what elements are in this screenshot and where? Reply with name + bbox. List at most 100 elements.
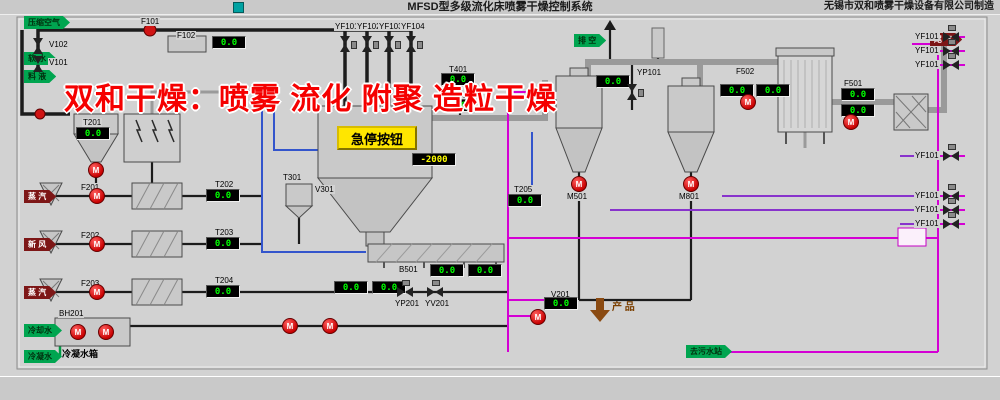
motor-icon[interactable]: M — [89, 236, 105, 252]
value-display: 0.0 — [720, 84, 754, 97]
tag-label: V301 — [314, 185, 335, 194]
value-display: 0.0 — [441, 73, 475, 86]
motor-icon[interactable]: M — [282, 318, 298, 334]
tag-label: YF101 — [914, 219, 940, 228]
tag-label: YP201 — [394, 299, 421, 308]
vent-filter — [651, 27, 665, 59]
valve-icon[interactable] — [943, 144, 959, 162]
tag-label: BH201 — [58, 309, 85, 318]
motor-icon[interactable]: M — [740, 94, 756, 110]
app-icon — [233, 2, 244, 13]
motor-icon[interactable]: M — [98, 324, 114, 340]
valve-icon[interactable] — [943, 198, 959, 216]
value-display: -2000 — [412, 153, 456, 166]
product-arrow — [590, 298, 610, 322]
tag-label: F501 — [843, 79, 864, 88]
tag-label: F502 — [735, 67, 756, 76]
tag-label: YF104 — [400, 22, 426, 31]
valve-icon[interactable] — [943, 25, 959, 43]
tag-label: F202 — [80, 231, 101, 240]
motor-icon[interactable]: M — [88, 162, 104, 178]
value-display: 0.0 — [441, 99, 475, 112]
stream-flag: 去污水站 — [686, 345, 732, 358]
motor-icon[interactable]: M — [843, 114, 859, 130]
motor-icon[interactable]: M — [322, 318, 338, 334]
valve-icon[interactable] — [397, 280, 413, 298]
cip-tank — [897, 227, 927, 247]
stream-flag: 新 风 — [24, 238, 56, 251]
motor-icon[interactable]: M — [70, 324, 86, 340]
condensate-tank — [54, 317, 131, 347]
tag-label: F101 — [140, 17, 161, 26]
value-display: 0.0 — [76, 127, 110, 140]
motor-icon[interactable]: M — [683, 176, 699, 192]
tag-label: F201 — [80, 183, 101, 192]
tag-label: T202 — [214, 180, 235, 189]
valve-icon[interactable] — [32, 56, 44, 72]
feed-vessel — [284, 183, 314, 219]
value-display: 0.0 — [430, 264, 464, 277]
product-cyclone-1 — [555, 67, 603, 173]
tag-label: T401 — [448, 65, 469, 74]
tag-label: F102 — [176, 31, 197, 40]
valve-icon[interactable] — [339, 36, 357, 52]
valve-icon[interactable] — [943, 212, 959, 230]
page-title: MFSD型多级流化床喷雾干燥控制系统 — [407, 1, 593, 13]
value-display: 0.0 — [468, 264, 502, 277]
value-display: 0.0 — [206, 237, 240, 250]
tag-label: YF101 — [914, 32, 940, 41]
tag-label: V201 — [550, 290, 571, 299]
tag-label: YP101 — [636, 68, 663, 77]
tag-label: YF101 — [914, 60, 940, 69]
control-bar: 3 清洗等待状态 自动开始 自动停止 消 报警音 喷 雾 CIP 喷雾设置 清洗… — [0, 376, 1000, 400]
value-display: 0.0 — [841, 104, 875, 117]
value-display: 0.0 — [508, 194, 542, 207]
valve-icon[interactable] — [405, 36, 423, 52]
stream-flag: 排 空 — [574, 34, 606, 47]
value-display: 0.0 — [841, 88, 875, 101]
tag-label: V101 — [48, 58, 69, 67]
tag-label: YF101 — [334, 22, 360, 31]
value-display: 0.0 — [596, 75, 630, 88]
valve-icon[interactable] — [32, 38, 44, 54]
valve-icon[interactable] — [943, 184, 959, 202]
value-display: 0.0 — [334, 281, 368, 294]
tag-label: T203 — [214, 228, 235, 237]
tag-label: YF102 — [356, 22, 382, 31]
drain-knob-icon[interactable] — [34, 108, 46, 120]
value-display: 0.0 — [206, 285, 240, 298]
tag-label: T205 — [513, 185, 534, 194]
motor-icon[interactable]: M — [89, 188, 105, 204]
product-cyclone-2 — [667, 77, 715, 173]
bag-filter-right — [893, 93, 929, 131]
value-display: 0.0 — [756, 84, 790, 97]
tag-label: YF101 — [914, 151, 940, 160]
motor-icon[interactable]: M — [530, 309, 546, 325]
valve-icon[interactable] — [383, 36, 401, 52]
valve-icon[interactable] — [626, 84, 644, 100]
motor-icon[interactable]: M — [571, 176, 587, 192]
valve-icon[interactable] — [427, 280, 443, 298]
valve-icon[interactable] — [943, 53, 959, 71]
tag-label: T201 — [82, 118, 103, 127]
stream-flag: 蒸 汽 — [24, 190, 56, 203]
tag-label: YF101 — [914, 205, 940, 214]
tag-label: T204 — [214, 276, 235, 285]
bag-filter-left — [123, 113, 181, 163]
motor-icon[interactable]: M — [89, 284, 105, 300]
tag-label: T501 — [448, 91, 469, 100]
valve-icon[interactable] — [943, 39, 959, 57]
stream-flag: 压缩空气 — [24, 16, 70, 29]
tag-label: YV201 — [424, 299, 451, 308]
value-display: 0.0 — [212, 36, 246, 49]
valve-icon[interactable] — [361, 36, 379, 52]
value-display: 0.0 — [206, 189, 240, 202]
stream-flag: 蒸 汽 — [24, 286, 56, 299]
vent-arrow — [604, 20, 616, 30]
tag-label: YF101 — [914, 46, 940, 55]
stream-flag: 冷却水 — [24, 324, 62, 337]
text-label: 冷凝水箱 — [62, 349, 99, 359]
tag-label: V102 — [48, 40, 69, 49]
emergency-stop-button[interactable]: 急停按钮 — [337, 126, 417, 150]
